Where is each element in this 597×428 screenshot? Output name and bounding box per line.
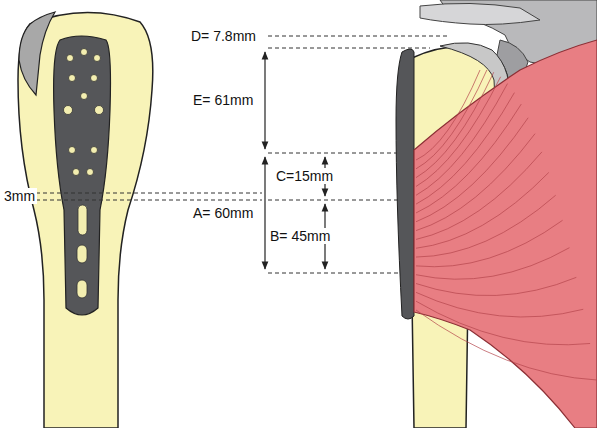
- muscle-fibre: [416, 172, 549, 248]
- muscle-fibre: [416, 77, 501, 187]
- muscle-fibre: [416, 93, 514, 204]
- plate-front: [54, 36, 111, 315]
- muscle-fibre: [416, 220, 563, 266]
- muscle-fibre: [416, 70, 480, 160]
- muscle-fibre: [416, 248, 569, 280]
- dimension-label: C=15mm: [274, 168, 335, 184]
- muscle-fibre: [416, 292, 583, 317]
- plate-side: [396, 49, 414, 319]
- dimension-label: A= 60mm: [191, 205, 255, 221]
- muscle-fibre: [416, 84, 508, 196]
- dimension-label: B= 45mm: [268, 228, 332, 244]
- plate-screw-holes: [64, 49, 104, 299]
- humerus-bone-front: [18, 12, 153, 428]
- dimension-label: E= 61mm: [191, 92, 255, 108]
- acromion: [420, 3, 540, 24]
- muscle-fibre: [416, 195, 556, 257]
- dimension-lines: [36, 36, 450, 273]
- deltoid-muscle: [414, 40, 597, 428]
- muscle-fibre: [416, 72, 494, 177]
- muscle-fibre: [416, 152, 542, 240]
- muscle-fibre: [416, 134, 535, 231]
- muscle-fibres: [416, 70, 597, 380]
- muscle-fibre: [416, 104, 521, 213]
- muscle-fibre: [416, 301, 590, 345]
- dimension-label: 3mm: [2, 188, 37, 204]
- muscle-fibre: [416, 70, 487, 169]
- dimension-label: D= 7.8mm: [189, 28, 258, 44]
- muscle-fibre: [416, 310, 597, 380]
- articular-cartilage-front: [19, 12, 55, 95]
- muscle-fibre: [416, 277, 576, 295]
